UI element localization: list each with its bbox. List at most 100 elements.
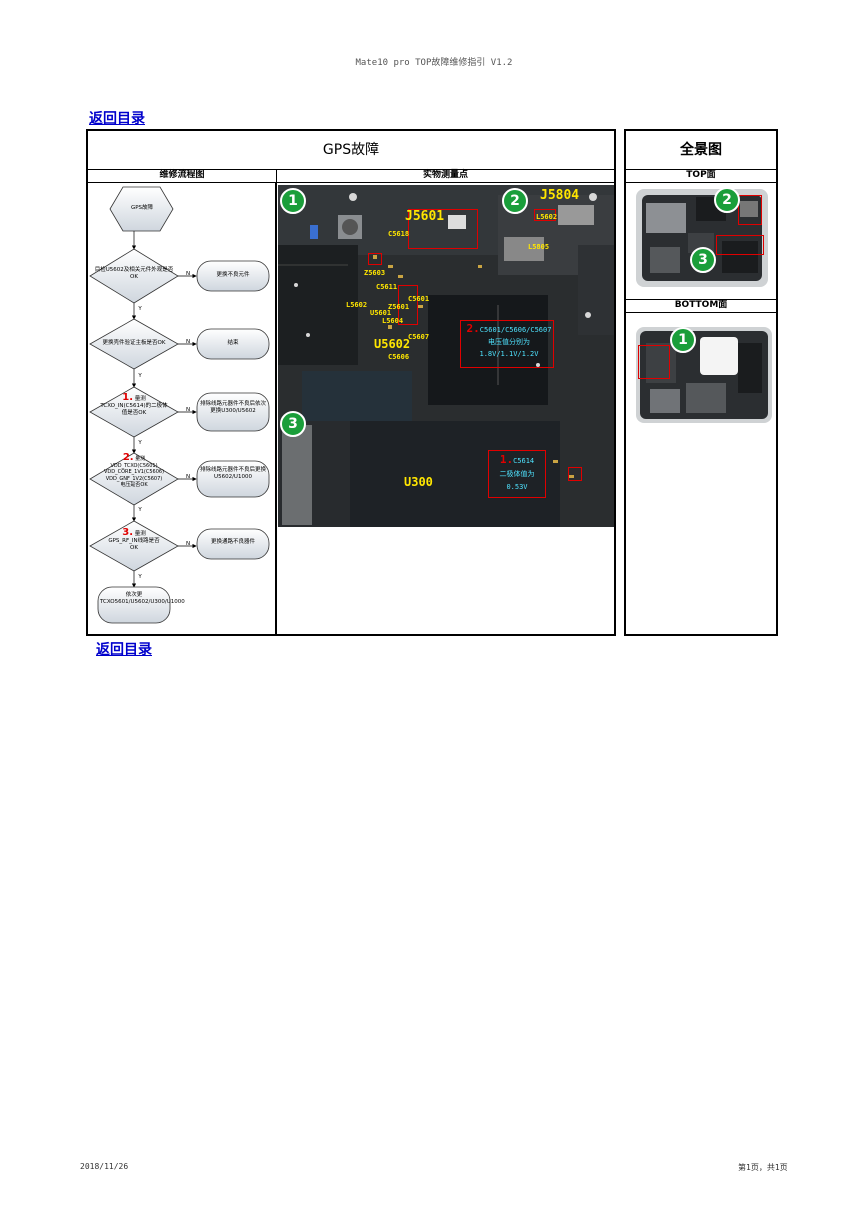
no-label-1: N [185,271,191,277]
start-node [109,186,174,232]
action-4-label: 排除线路元器件不良后更换U5602/U1000 [199,467,266,480]
label-u5601: U5601 [370,309,392,317]
back-to-contents-link[interactable]: 返回目录 [89,111,145,127]
decision-4-line-1: 量测 [135,456,146,462]
decision-5-line-1: 量测 [134,531,146,537]
decision-4-line-4: VDD_GNF_1V2(C5607) [105,475,163,482]
decision-4-label: 2. 量测 VDD_TCXO(C5601) VDD_CORE_1V1(C5606… [94,452,174,489]
end-node [97,586,171,624]
top-side-header: TOP面 [626,170,776,183]
j5601-region-box [408,209,478,249]
callout-1-line-1: C5614 [513,457,535,465]
no-label-2: N [185,339,191,345]
marker-2-badge: 2 [502,188,528,214]
l5602-region-box [534,209,556,221]
footer-page-number: 第1页，共1页 [738,1163,788,1172]
main-panel: GPS故障 维修流程图 实物测量点 [86,129,616,636]
action-1-label: 更换不良元件 [216,272,250,278]
decision-3-label: 1. 量测 TCXO_IN(C5614)的二极体 值是否OK [94,392,174,417]
label-z5603: Z5603 [364,269,386,277]
flowchart-column-header: 维修流程图 [88,170,277,182]
label-c5601: C5601 [408,295,430,303]
voltage-callout-text: 2.C5601/C5606/C5607 电压值分别为 1.8V/1.1V/1.2… [464,323,554,360]
action-4 [196,460,270,498]
top-side-view: 2 3 [626,183,776,300]
marker-3-badge: 3 [280,411,306,437]
document-header: Mate10 pro TOP故障维修指引 V1.2 [355,58,513,68]
decision-5-line-2: GPS_RF_IN线路是否 [108,538,160,544]
bottom-marker-1-box [638,345,670,379]
label-l5604: L5604 [382,317,404,325]
label-c5606: C5606 [388,353,410,361]
decision-2-label: 更换壳件验证主板是否OK [102,340,166,346]
top-marker-2-box [738,195,762,225]
top-marker-3-box [716,235,764,255]
action-5 [196,528,270,560]
top-board-illustration [636,189,768,287]
decision-5-line-3: OK [130,545,138,551]
start-node-label: GPS故障 [130,205,154,211]
callout-1-line-3: 0.53V [506,483,528,491]
callout-2-number: 2. [466,322,480,335]
callout-1-line-2: 二极体值为 [499,470,535,478]
label-l5602-mid: L5602 [346,301,368,309]
pcb-illustration [278,185,614,527]
decision-3-line-2: TCXO_IN(C5614)的二极体 [100,403,168,409]
bottom-board-illustration [636,327,772,423]
top-marker-2-badge: 2 [714,187,740,213]
action-3 [196,392,270,432]
action-3-label: 排除线路元器件不良后依次更换U300/U5602 [199,401,266,414]
label-c5618: C5618 [388,230,410,238]
no-label-4: N [185,474,191,480]
action-2-label: 结束 [227,340,239,346]
overview-title: 全景图 [626,131,776,170]
pcb-measurement-photo: 1 2 3 J5601 J5804 C5618 L5602 L5805 Z560… [278,185,614,527]
decision-1-label: 目检U5602及相关元件外观是否OK [94,267,174,280]
measure-points-column-header: 实物测量点 [422,170,468,180]
c5601-region-box [398,285,418,325]
decision-4-number: 2. [122,452,134,463]
footer-date: 2018/11/26 [80,1162,129,1171]
no-label-3: N [185,407,191,413]
decision-4-line-2: VDD_TCXO(C5601) [110,462,158,469]
label-c5607: C5607 [408,333,430,341]
label-z5601: Z5601 [388,303,410,311]
label-u5602: U5602 [374,337,411,351]
z5603-region-box [368,253,382,265]
repair-flowchart [89,186,270,624]
decision-3-line-3: 值是否OK [121,410,147,416]
back-to-contents-link-bottom[interactable]: 返回目录 [96,642,152,658]
yes-label-5: Y [138,574,142,580]
yes-label-3: Y [138,440,142,446]
marker-1-badge: 1 [280,188,306,214]
decision-4-line-5: 电压是否OK [120,482,148,488]
label-j5804: J5804 [540,188,580,203]
label-c5611: C5611 [376,283,398,291]
yes-label-4: Y [138,507,142,513]
bottom-side-view: 1 [626,313,776,429]
voltage-callout-box [460,320,554,368]
column-divider [275,183,277,634]
yes-label-2: Y [138,373,142,379]
callout-2-line-1: C5601/C5606/C5607 [479,326,552,334]
callout-2-line-2: 电压值分别为 [488,338,530,346]
diode-callout-text: 1.C5614 二极体值为 0.53V [490,453,544,494]
decision-4-line-3: VDD_CORE_1V1(C5606) [103,469,165,475]
decision-3-line-1: 量测 [134,396,146,402]
end-node-label: 依次更TCXO5601/U5602/U300/U1000 [100,592,185,605]
label-j5601: J5601 [405,209,445,224]
diode-callout-box [488,450,546,498]
overview-panel: 全景图 TOP面 2 3 BOTTOM面 1 [624,129,778,636]
decision-5-number: 3. [122,527,133,538]
label-u300: U300 [404,475,433,489]
action-2 [196,328,270,360]
callout-2-line-3: 1.8V/1.1V/1.2V [479,350,539,358]
top-marker-3-badge: 3 [690,247,716,273]
no-label-5: N [185,541,191,547]
decision-3-number: 1. [122,392,133,403]
decision-5-label: 3. 量测 GPS_RF_IN线路是否 OK [94,527,174,552]
bottom-marker-1-badge: 1 [670,327,696,353]
callout-1-number: 1. [499,453,514,466]
label-l5602-top: L5602 [536,213,558,221]
action-5-label: 更换通路不良器件 [210,539,255,545]
